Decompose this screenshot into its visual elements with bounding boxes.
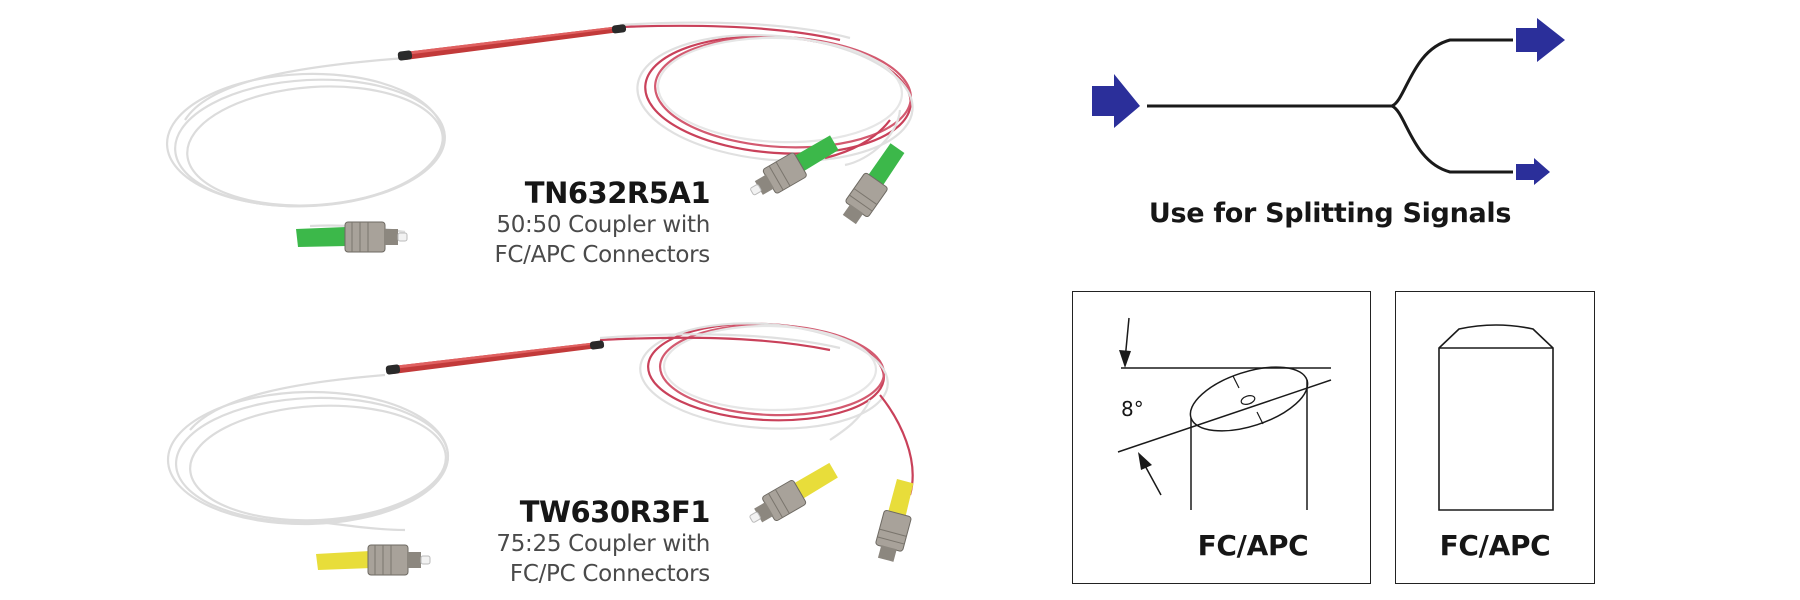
output-connector-2 — [875, 478, 914, 562]
output-fiber-coil — [599, 322, 914, 496]
product-part-number: TW630R3F1 — [519, 495, 711, 529]
coupler-image-tw630r3f1 — [166, 322, 914, 576]
coupler-body — [385, 340, 605, 375]
coupler-image-tn632r5a1 — [165, 21, 914, 253]
product-description-line1: 50:50 Coupler with — [496, 212, 710, 238]
output-connector-1 — [749, 462, 838, 523]
product-description-line1: 75:25 Coupler with — [496, 531, 710, 557]
connector-type-label: FC/APC — [1197, 529, 1309, 562]
angled-ferrule-drawing — [1117, 317, 1332, 510]
output-connector-2 — [842, 143, 905, 225]
fc-apc-profile-panel: FC/APC — [1395, 291, 1595, 584]
connector-profile-drawing — [1438, 324, 1554, 511]
input-fiber-coil — [166, 373, 450, 532]
connector-boot — [296, 227, 348, 247]
output-arrow-small — [1516, 158, 1550, 185]
product-part-number: TN632R5A1 — [524, 176, 711, 210]
input-connector — [316, 544, 431, 576]
output-arrow-large — [1516, 18, 1565, 62]
product-description-line2: FC/PC Connectors — [509, 561, 710, 587]
splitter-caption: Use for Splitting Signals — [1148, 198, 1512, 229]
fc-apc-angle-panel: 8° FC/APC — [1072, 291, 1371, 584]
product-description-line2: FC/APC Connectors — [494, 242, 710, 268]
angle-label: 8° — [1121, 397, 1144, 421]
connector-type-label: FC/APC — [1439, 529, 1551, 562]
input-arrow — [1092, 74, 1140, 128]
output-connector-1 — [750, 135, 839, 196]
input-connector — [296, 221, 408, 253]
coupler-body — [397, 24, 627, 61]
output-fiber-coil — [619, 21, 914, 167]
splitter-diagram — [1092, 18, 1565, 185]
splitter-lines — [1147, 38, 1513, 174]
